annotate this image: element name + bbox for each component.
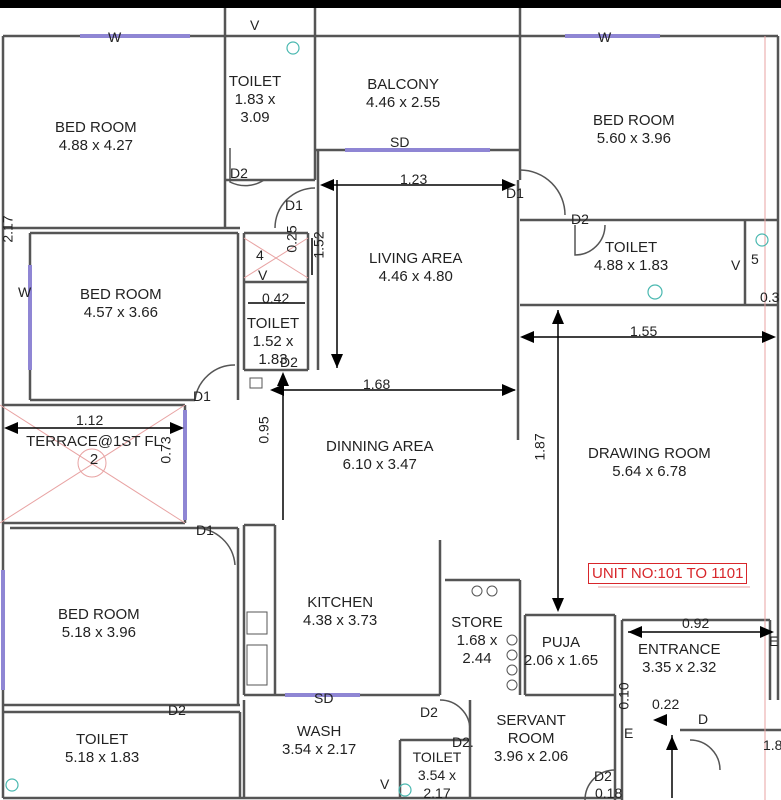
sd-mark: SD xyxy=(314,690,334,706)
door-d2: D2 xyxy=(230,165,248,181)
dim-0-42: 0.42 xyxy=(262,290,290,306)
doors xyxy=(194,148,721,800)
dimension-lines xyxy=(10,180,770,798)
dim-1-68: 1.68 xyxy=(363,376,391,392)
windows xyxy=(1,34,660,697)
dim-0-10: 0.10 xyxy=(615,682,632,710)
door-d2: D2 xyxy=(280,354,298,370)
dim-0-25: 0.25 xyxy=(283,225,300,253)
door-d2: D2 xyxy=(420,704,438,720)
window-mark: W xyxy=(108,29,122,45)
door-d1: D1 xyxy=(196,522,214,538)
door-d1: D1 xyxy=(285,197,303,213)
fixtures xyxy=(246,377,518,691)
window-mark: W xyxy=(598,29,612,45)
walls xyxy=(1,8,781,800)
door-d2-dot: D2. xyxy=(452,734,474,750)
vent-mark: V xyxy=(258,267,268,283)
dim-0-95: 0.95 xyxy=(255,416,272,444)
dim-0-3: 0.3 xyxy=(760,289,780,305)
top-strip xyxy=(0,0,781,8)
room-size: 4.88 x 4.27 xyxy=(58,137,133,154)
dim-1-8: 1.8 xyxy=(763,737,781,753)
door-d2: D2 xyxy=(168,702,186,718)
vent-mark: V xyxy=(250,17,260,33)
door-d2: D2 xyxy=(571,211,589,227)
dim-1-52: 1.52 xyxy=(310,231,327,259)
dim-1-23: 1.23 xyxy=(400,171,428,187)
window-mark: W xyxy=(18,284,32,300)
room-name: BED ROOM xyxy=(55,119,137,136)
door-d2: D2 xyxy=(594,768,612,784)
door-d: D xyxy=(698,711,709,727)
sanitary-fixtures xyxy=(5,41,769,797)
mark-e: E xyxy=(624,725,634,741)
vent-mark: V xyxy=(731,257,741,273)
dim-0-18: 0.18 xyxy=(595,785,623,800)
arrow-heads xyxy=(4,179,776,750)
grid-lines xyxy=(0,36,766,800)
dim-1-12: 1.12 xyxy=(76,412,104,428)
unit-label: UNIT NO:101 TO 1101 xyxy=(588,563,748,584)
dim-0-22: 0.22 xyxy=(652,696,680,712)
sd-mark: SD xyxy=(390,134,410,150)
vent-mark: V xyxy=(380,776,390,792)
mark-4: 4 xyxy=(256,247,264,263)
dim-1-87: 1.87 xyxy=(531,433,548,461)
dim-1-55: 1.55 xyxy=(630,323,658,339)
mark-e: E xyxy=(769,633,779,649)
dim-2-17: 2.17 xyxy=(0,215,16,243)
dim-0-73: 0.73 xyxy=(157,436,174,464)
mark-5: 5 xyxy=(751,251,759,267)
terrace-drain xyxy=(77,448,107,478)
dim-0-92: 0.92 xyxy=(682,615,710,631)
door-d1: D1 xyxy=(193,388,211,404)
door-d1: D1 xyxy=(506,185,524,201)
